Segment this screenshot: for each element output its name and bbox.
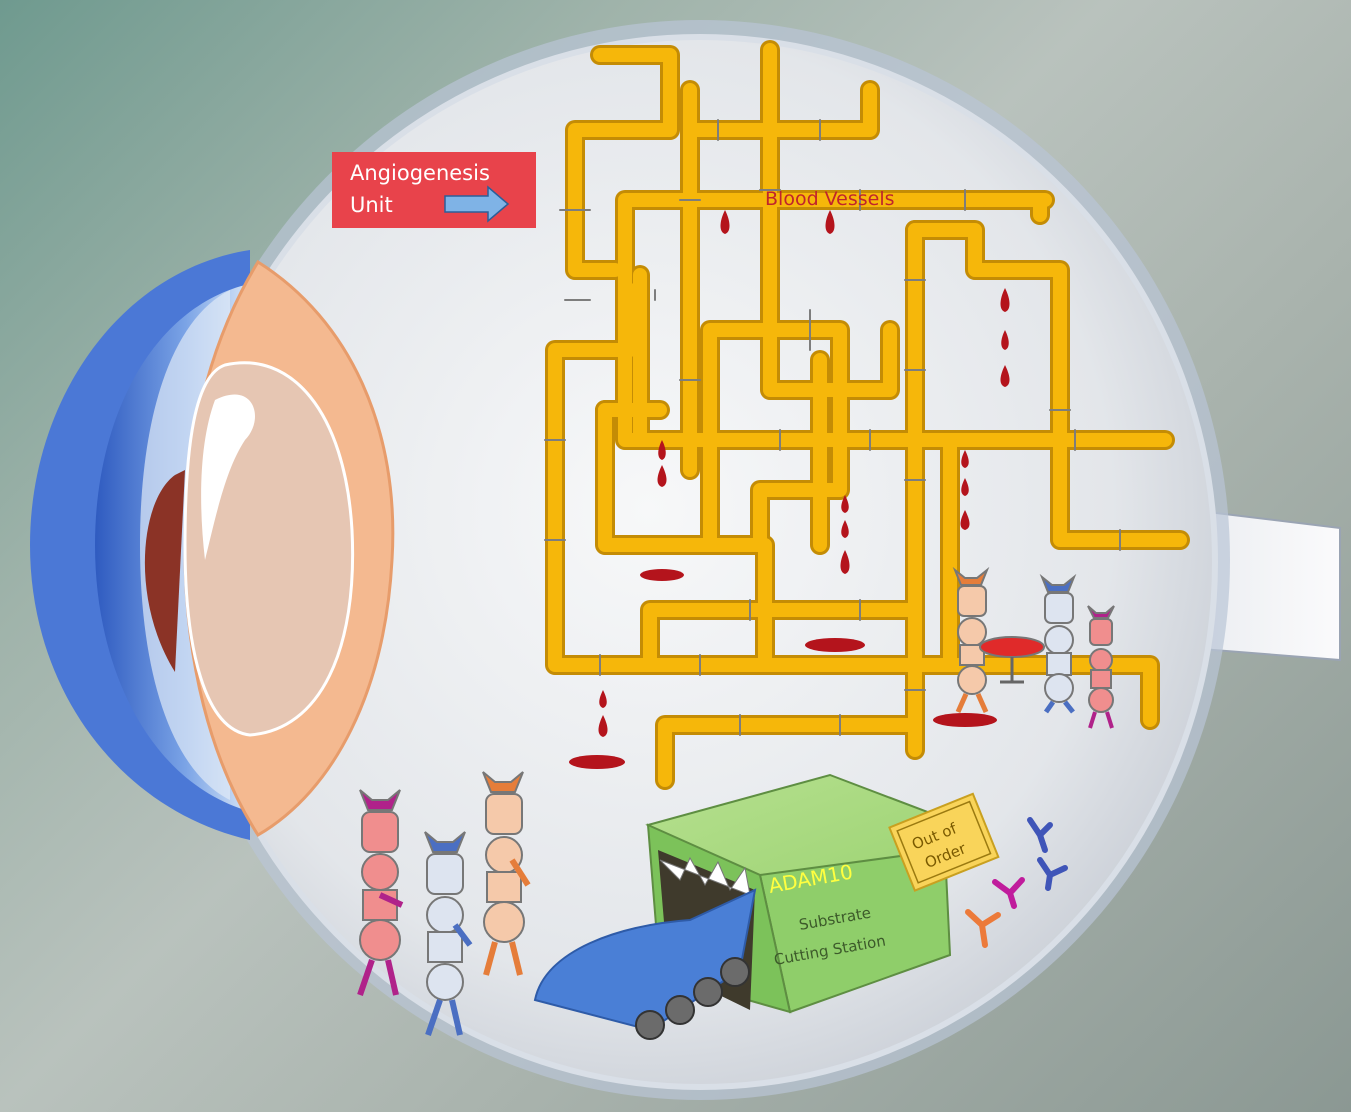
angiogenesis-label-2: Unit [350,193,393,217]
angiogenesis-label-1: Angiogenesis [350,161,490,185]
blood-vessels-label: Blood Vessels [765,188,895,210]
angiogenesis-sign: Angiogenesis Unit [332,152,536,228]
